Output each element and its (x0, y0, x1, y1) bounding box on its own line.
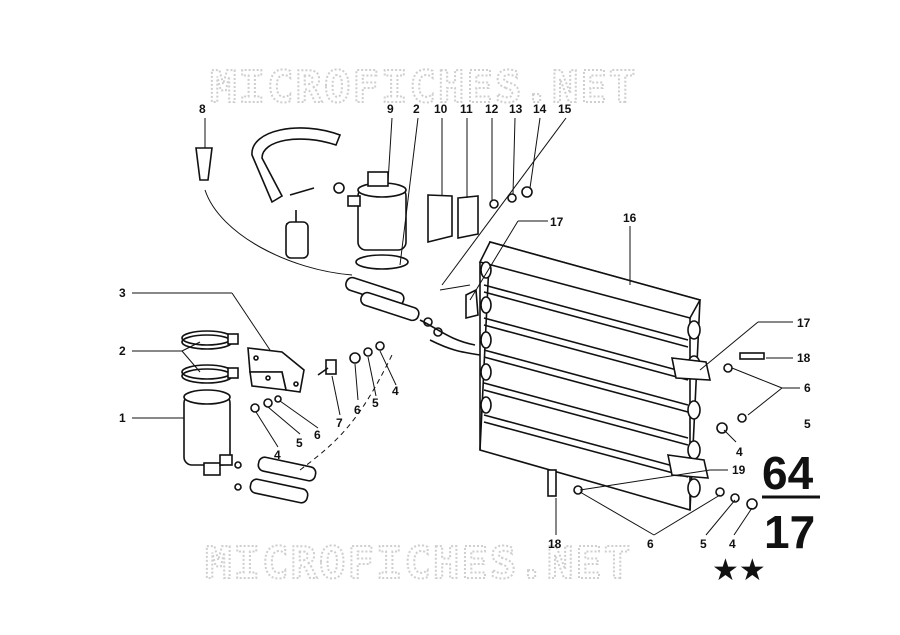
hose-icon-mid (345, 276, 481, 356)
condenser-icon (465, 240, 712, 512)
callout-13: 13 (509, 102, 523, 116)
callout-16: 16 (623, 211, 637, 225)
callout-6-left: 6 (314, 428, 321, 442)
stars-mark: ★★ (712, 553, 766, 588)
callout-labels: 3 2 1 8 9 2 10 11 12 13 14 15 17 16 17 1… (119, 102, 811, 551)
callout-5-mid: 5 (372, 396, 379, 410)
hardware-group-right (439, 284, 765, 510)
callout-3: 3 (119, 286, 126, 300)
hardware-group-left (250, 341, 385, 413)
bracket-icon (247, 347, 305, 393)
callout-2-top: 2 (413, 102, 420, 116)
callout-15: 15 (558, 102, 572, 116)
page-group-number: 64 (762, 447, 814, 499)
callout-2-left: 2 (119, 344, 126, 358)
leader-lines (132, 117, 800, 536)
callout-6-mid: 6 (354, 403, 361, 417)
callout-18-bottom: 18 (548, 537, 562, 551)
tube-tip-icon (195, 147, 353, 276)
callout-4-left: 4 (274, 448, 281, 462)
hose-icon (234, 354, 393, 504)
callout-4-right: 4 (736, 445, 743, 459)
callout-14: 14 (533, 102, 547, 116)
callout-5-bottom: 5 (700, 537, 707, 551)
callout-17-right: 17 (797, 316, 811, 330)
callout-8: 8 (199, 102, 206, 116)
callout-11: 11 (460, 102, 473, 116)
page-reference: 64 17 ★★ (712, 447, 820, 588)
callout-12: 12 (485, 102, 499, 116)
callout-19: 19 (732, 463, 746, 477)
callout-9: 9 (387, 102, 394, 116)
callout-1: 1 (119, 411, 126, 425)
callout-10: 10 (434, 102, 448, 116)
callout-6-right: 6 (804, 381, 811, 395)
plate-icons (427, 186, 533, 244)
callout-7: 7 (336, 416, 343, 430)
callout-5-right: 5 (804, 417, 811, 431)
callout-6-bottom: 6 (647, 537, 654, 551)
receiver-dryer-icon (183, 389, 233, 476)
watermark-bottom: MICROFICHES.NET (205, 538, 632, 589)
page-number: 17 (764, 506, 815, 558)
callout-4-mid: 4 (392, 384, 399, 398)
hose-clamp-icon (181, 330, 239, 384)
watermark-top: MICROFICHES.NET (210, 62, 637, 113)
callout-5-left: 5 (296, 436, 303, 450)
callout-4-bottom: 4 (729, 537, 736, 551)
upper-receiver-icon (251, 127, 409, 270)
callout-18-right: 18 (797, 351, 811, 365)
callout-17-top: 17 (550, 215, 564, 229)
